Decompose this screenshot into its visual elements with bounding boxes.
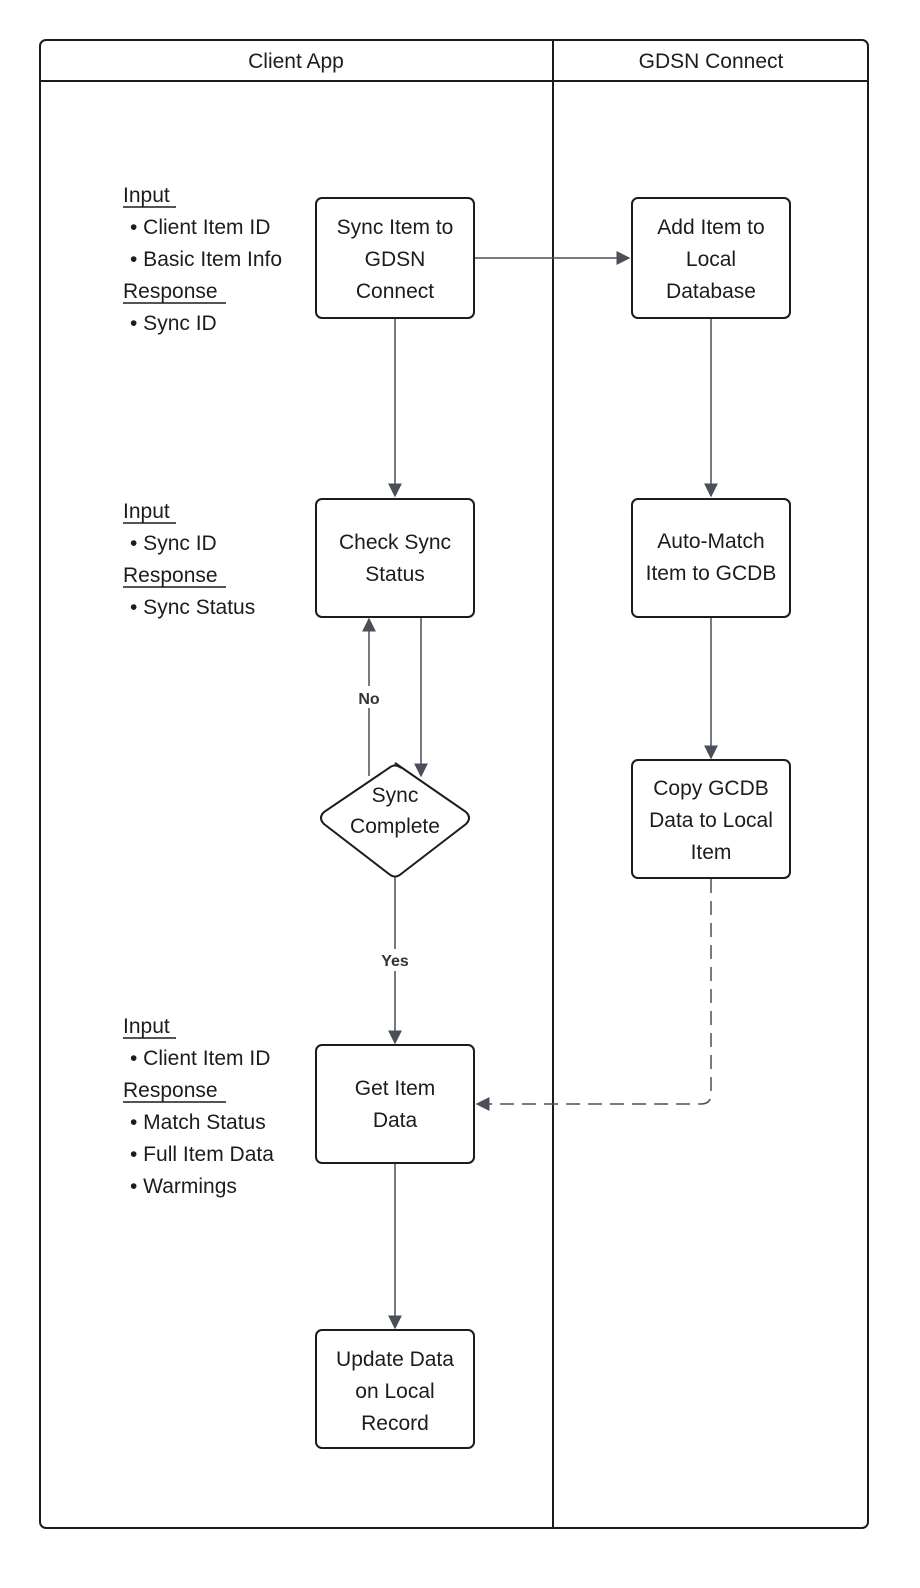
note-response-item: • Sync Status	[130, 596, 255, 619]
node-add-item[interactable]: Add Item to Local Database	[631, 197, 791, 319]
node-update-data-line3: Record	[361, 1412, 429, 1435]
node-auto-match-line2: Item to GCDB	[646, 562, 777, 585]
node-check-sync-line2: Status	[365, 563, 425, 586]
edge-label-yes-bg	[376, 949, 414, 971]
note-response-item: • Full Item Data	[130, 1143, 274, 1166]
edge-label-no-bg	[354, 686, 384, 708]
edge-label-yes: Yes	[381, 953, 409, 970]
node-get-item-line2: Data	[373, 1109, 418, 1132]
node-check-sync-line1: Check Sync	[339, 531, 451, 554]
node-copy-gcdb-line1: Copy GCDB	[653, 777, 769, 800]
node-sync-item[interactable]: Sync Item to GDSN Connect	[315, 197, 475, 319]
node-auto-match-line1: Auto-Match	[657, 530, 764, 553]
note-response-item: • Match Status	[130, 1111, 266, 1134]
node-sync-complete-line2: Complete	[350, 815, 440, 838]
note-response-label: Response	[123, 280, 218, 303]
note-response-item: • Sync ID	[130, 312, 217, 335]
note-input-label: Input	[123, 184, 170, 207]
node-add-item-line2: Local	[686, 248, 736, 271]
node-sync-item-line3: Connect	[356, 280, 434, 303]
node-get-item[interactable]: Get Item Data	[315, 1044, 475, 1164]
note-input-item: • Basic Item Info	[130, 248, 282, 271]
lane-title-client-app: Client App	[248, 50, 344, 73]
node-sync-item-line1: Sync Item to	[337, 216, 454, 239]
note-get-item: Input • Client Item ID Response • Match …	[123, 1015, 274, 1198]
note-input-label: Input	[123, 500, 170, 523]
node-copy-gcdb[interactable]: Copy GCDB Data to Local Item	[631, 759, 791, 879]
node-auto-match[interactable]: Auto-Match Item to GCDB	[631, 498, 791, 618]
note-input-label: Input	[123, 1015, 170, 1038]
note-check-sync: Input • Sync ID Response • Sync Status	[123, 500, 255, 619]
node-update-data[interactable]: Update Data on Local Record	[315, 1329, 475, 1449]
node-sync-item-line2: GDSN	[365, 248, 426, 271]
node-sync-complete-decision[interactable]: Sync Complete	[320, 762, 470, 878]
edge-copy-to-get-dashed	[475, 879, 712, 1111]
pool-frame	[39, 39, 869, 1529]
note-response-item: • Warmings	[130, 1175, 237, 1198]
note-response-label: Response	[123, 1079, 218, 1102]
node-get-item-line1: Get Item	[355, 1077, 436, 1100]
node-copy-gcdb-line2: Data to Local	[649, 809, 773, 832]
note-sync-item: Input • Client Item ID • Basic Item Info…	[123, 184, 282, 335]
edge-label-no: No	[358, 691, 380, 708]
node-copy-gcdb-line3: Item	[691, 841, 732, 864]
node-sync-complete-line1: Sync	[372, 784, 419, 807]
node-check-sync[interactable]: Check Sync Status	[315, 498, 475, 618]
note-input-item: • Client Item ID	[130, 1047, 270, 1070]
lane-title-gdsn-connect: GDSN Connect	[639, 50, 784, 73]
note-response-label: Response	[123, 564, 218, 587]
note-input-item: • Client Item ID	[130, 216, 270, 239]
node-add-item-line1: Add Item to	[657, 216, 764, 239]
note-input-item: • Sync ID	[130, 532, 217, 555]
node-update-data-line2: on Local	[355, 1380, 434, 1403]
node-add-item-line3: Database	[666, 280, 756, 303]
node-update-data-line1: Update Data	[336, 1348, 454, 1371]
